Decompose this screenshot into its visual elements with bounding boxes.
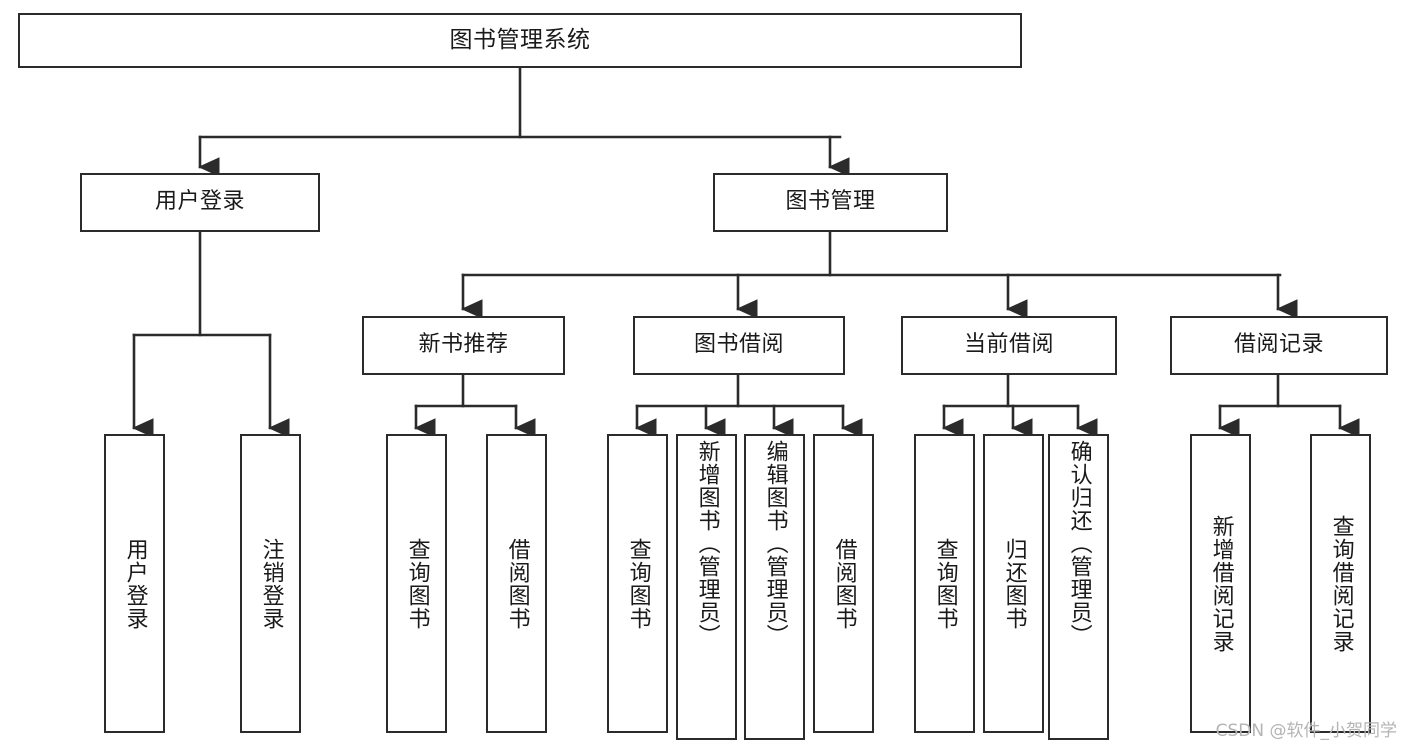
node-root-system-label: 图书管理系统 — [449, 26, 591, 53]
node-leaf-add-book[interactable]: 新增图书（管理员） — [676, 434, 737, 740]
node-current-borrow[interactable]: 当前借阅 — [901, 316, 1117, 375]
node-borrow-record-label: 借阅记录 — [1233, 332, 1324, 358]
node-book-manage[interactable]: 图书管理 — [713, 173, 948, 232]
node-leaf-logout-login[interactable]: 注销登录 — [240, 434, 301, 733]
node-leaf-logout-login-label: 注销登录 — [258, 537, 284, 630]
node-new-book-recommend[interactable]: 新书推荐 — [362, 316, 565, 375]
node-user-login-label: 用户登录 — [154, 189, 245, 215]
node-leaf-confirm-return[interactable]: 确认归还（管理员） — [1048, 434, 1109, 740]
node-user-login[interactable]: 用户登录 — [80, 173, 320, 232]
node-leaf-add-book-label: 新增图书（管理员） — [694, 440, 720, 647]
node-leaf-add-record-label: 新增借阅记录 — [1208, 514, 1234, 653]
node-book-borrow-label: 图书借阅 — [693, 332, 784, 358]
node-leaf-query-book-3-label: 查询图书 — [932, 537, 958, 630]
node-leaf-query-book-2[interactable]: 查询图书 — [607, 434, 668, 733]
node-leaf-edit-book-label: 编辑图书（管理员） — [762, 440, 788, 647]
node-leaf-user-login-label: 用户登录 — [122, 537, 148, 630]
node-leaf-query-book-1-label: 查询图书 — [404, 537, 430, 630]
node-leaf-query-record[interactable]: 查询借阅记录 — [1310, 434, 1371, 733]
node-leaf-user-login[interactable]: 用户登录 — [104, 434, 165, 733]
node-book-manage-label: 图书管理 — [785, 189, 876, 215]
node-leaf-query-book-1[interactable]: 查询图书 — [386, 434, 447, 733]
node-leaf-borrow-book-1-label: 借阅图书 — [504, 537, 530, 630]
node-leaf-add-record[interactable]: 新增借阅记录 — [1190, 434, 1251, 733]
node-book-borrow[interactable]: 图书借阅 — [633, 316, 845, 375]
node-leaf-borrow-book-2-label: 借阅图书 — [831, 537, 857, 630]
node-leaf-borrow-book-2[interactable]: 借阅图书 — [813, 434, 874, 733]
node-leaf-query-record-label: 查询借阅记录 — [1328, 514, 1354, 653]
node-leaf-borrow-book-1[interactable]: 借阅图书 — [486, 434, 547, 733]
node-leaf-return-book-label: 归还图书 — [1001, 537, 1027, 630]
node-borrow-record[interactable]: 借阅记录 — [1170, 316, 1388, 375]
node-leaf-return-book[interactable]: 归还图书 — [983, 434, 1044, 733]
node-current-borrow-label: 当前借阅 — [963, 332, 1054, 358]
node-leaf-query-book-2-label: 查询图书 — [625, 537, 651, 630]
node-leaf-query-book-3[interactable]: 查询图书 — [914, 434, 975, 733]
node-leaf-edit-book[interactable]: 编辑图书（管理员） — [744, 434, 805, 740]
node-new-book-recommend-label: 新书推荐 — [418, 332, 509, 358]
node-leaf-confirm-return-label: 确认归还（管理员） — [1066, 440, 1092, 647]
node-root-system[interactable]: 图书管理系统 — [18, 13, 1022, 68]
